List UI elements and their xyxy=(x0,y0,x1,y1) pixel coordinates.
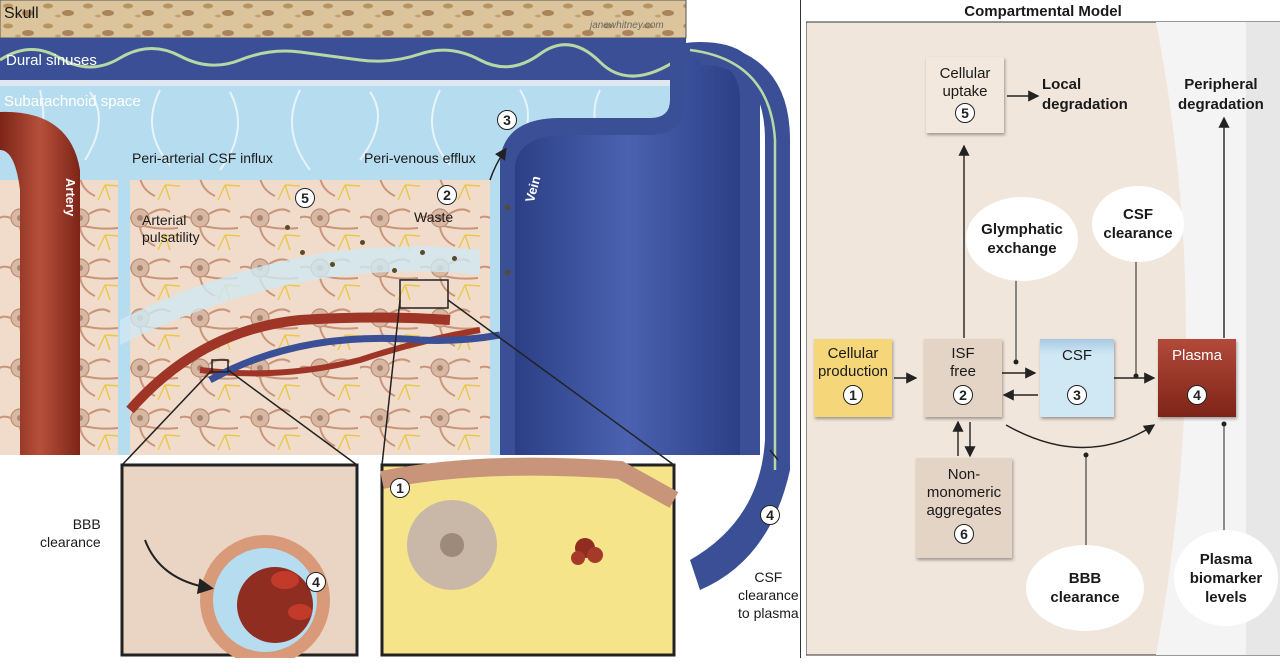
peripheral-degradation-text: Peripheral degradation xyxy=(1178,76,1264,113)
panel-divider xyxy=(800,0,801,658)
cellular-production-number: 1 xyxy=(843,385,863,405)
plasma-box: Plasma 4 xyxy=(1158,339,1236,417)
marker-2: 2 xyxy=(437,185,457,205)
watermark: janewhitney.com xyxy=(590,20,664,31)
aggregates-box: Non- monomeric aggregates 6 xyxy=(916,458,1012,558)
plasma-biomarker-oval: Plasma biomarker levels xyxy=(1174,530,1278,626)
brain-clearance-illustration: Skull Dural sinuses Subarachnoid space j… xyxy=(0,0,799,663)
cellular-production-box: Cellular production 1 xyxy=(814,339,892,417)
waste-label: Waste xyxy=(414,209,454,225)
isf-free-box: ISF free 2 xyxy=(924,339,1002,417)
bbb-clearance-oval: BBB clearance xyxy=(1026,545,1144,631)
marker-5: 5 xyxy=(295,188,315,208)
compartmental-model-panel: Compartmental Model Cellular production … xyxy=(806,0,1280,658)
plasma-label: Plasma xyxy=(1171,347,1223,364)
peri-arterial-label: Peri-arterial CSF influx xyxy=(132,150,273,166)
dural-sinuses-label: Dural sinuses xyxy=(6,52,97,69)
local-degradation-text: Local degradation xyxy=(1042,76,1128,113)
arterial-pulsatility-label: Arterial pulsatility xyxy=(142,212,200,245)
csf-label: CSF xyxy=(1062,347,1092,364)
dural-sinus xyxy=(0,38,686,82)
marker-3: 3 xyxy=(497,110,517,130)
cellular-uptake-number: 5 xyxy=(955,103,975,123)
artery xyxy=(0,111,80,455)
peri-venous-label: Peri-venous efflux xyxy=(364,150,476,166)
csf-box: CSF 3 xyxy=(1040,339,1114,417)
artery-label: Artery xyxy=(63,178,78,217)
cellular-production-label: Cellular production xyxy=(817,345,889,380)
inset-bbb-marker: 4 xyxy=(306,572,326,592)
bbb-clearance-label: BBB clearance xyxy=(40,516,101,550)
isf-free-number: 2 xyxy=(953,385,973,405)
csf-number: 3 xyxy=(1067,385,1087,405)
aggregates-number: 6 xyxy=(954,524,974,544)
csf-clearance-to-plasma-label: CSF clearance to plasma xyxy=(738,569,799,621)
skull-label: Skull xyxy=(4,5,39,22)
glymphatic-exchange-oval: Glymphatic exchange xyxy=(966,197,1078,281)
cellular-uptake-label: Cellular uptake xyxy=(939,65,991,100)
plasma-number: 4 xyxy=(1187,385,1207,405)
csf-clearance-oval: CSF clearance xyxy=(1092,186,1184,262)
aggregates-label: Non- monomeric aggregates xyxy=(926,466,1002,519)
skull-layer xyxy=(0,0,687,39)
model-title: Compartmental Model xyxy=(964,3,1122,20)
inset-cell-marker: 1 xyxy=(390,478,410,498)
isf-free-label: ISF free xyxy=(950,345,976,380)
subarachnoid-space-label: Subarachnoid space xyxy=(4,93,141,110)
marker-4: 4 xyxy=(760,505,780,525)
cellular-uptake-box: Cellular uptake 5 xyxy=(926,57,1004,133)
illustration-canvas xyxy=(0,0,790,663)
vein xyxy=(690,42,790,590)
